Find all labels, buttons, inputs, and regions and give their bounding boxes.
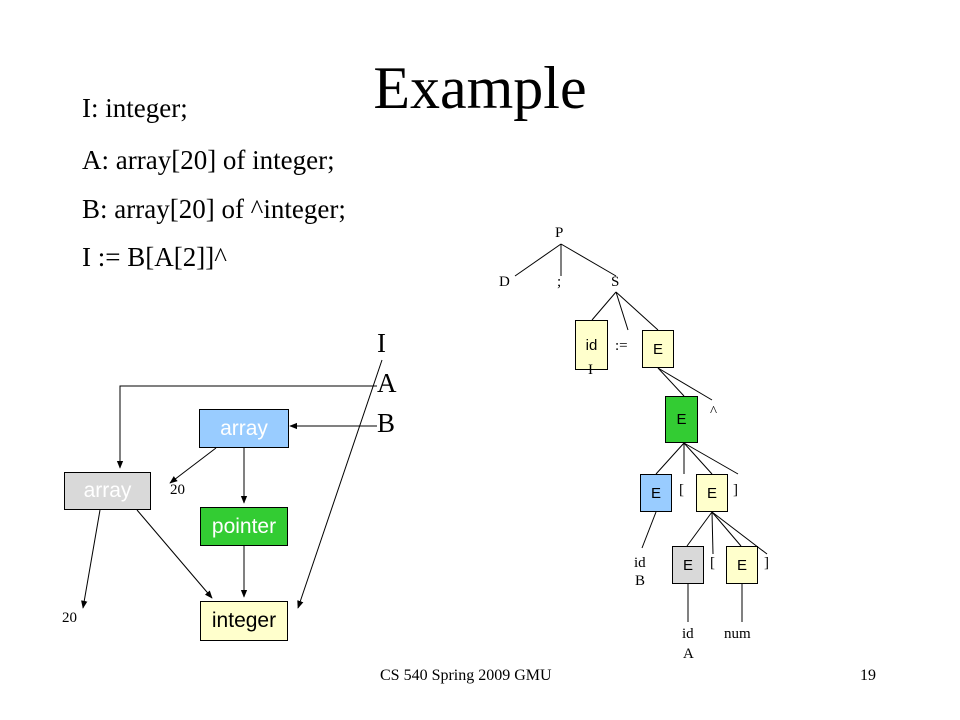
pt-B-label: B	[635, 573, 646, 589]
pt-D: D	[499, 274, 510, 290]
pt-E-inner-index: E	[726, 546, 758, 584]
pt-E-inner-base: E	[672, 546, 704, 584]
size-label-top: 20	[170, 482, 185, 498]
array-node-b: array	[199, 409, 289, 448]
pt-A-label: A	[683, 646, 694, 662]
slide-title: Example	[373, 55, 587, 121]
pt-caret: ^	[710, 404, 718, 420]
symbol-A: A	[377, 368, 397, 398]
pt-semicolon: ;	[557, 274, 562, 290]
pointer-node: pointer	[200, 507, 288, 546]
size-label-left: 20	[62, 610, 77, 626]
pt-num: num	[724, 626, 751, 642]
edge-array-left-to-integer	[136, 509, 213, 599]
edge-I-to-integer	[297, 359, 383, 609]
pt-lbracket-1: [	[679, 482, 684, 498]
code-line-2: A: array[20] of integer;	[82, 145, 335, 175]
symbol-I: I	[377, 328, 386, 358]
edge-array-top-size	[169, 447, 217, 484]
code-line-4: I := B[A[2]]^	[82, 242, 227, 272]
pt-assign: :=	[615, 338, 628, 354]
pt-rbracket-2: ]	[764, 555, 769, 571]
integer-node: integer	[200, 601, 288, 641]
pt-P: P	[555, 225, 564, 241]
edge-array-left-size	[81, 509, 101, 609]
pt-I-label: I	[588, 362, 593, 378]
footer-course: CS 540 Spring 2009 GMU	[380, 667, 552, 684]
pt-E-outer-index: E	[696, 474, 728, 512]
code-line-3: B: array[20] of ^integer;	[82, 194, 346, 224]
code-line-1: I: integer;	[82, 93, 188, 123]
pt-rbracket-1: ]	[733, 482, 738, 498]
edge-A-to-array	[116, 385, 377, 469]
pt-id-A: id	[682, 626, 694, 642]
page-number: 19	[860, 667, 876, 684]
pt-S: S	[611, 274, 620, 290]
symbol-B: B	[377, 408, 396, 438]
pt-id-I: id	[575, 320, 608, 370]
pt-id-B: id	[634, 555, 646, 571]
pt-lbracket-2: [	[710, 555, 715, 571]
pt-E-outer-base: E	[640, 474, 672, 512]
array-node-a: array	[64, 472, 151, 510]
pt-E-deref: E	[665, 396, 698, 443]
pt-E-assign: E	[642, 330, 674, 368]
